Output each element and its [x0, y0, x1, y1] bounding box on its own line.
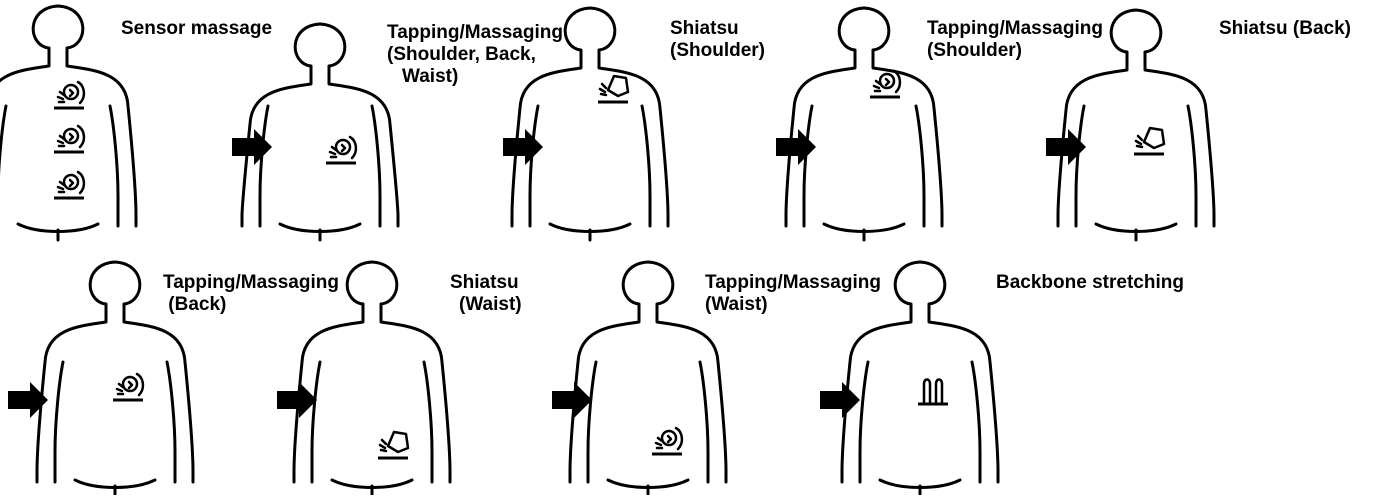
step-7-label: Shiatsu (Waist) [450, 272, 522, 315]
right-arrow-icon [8, 382, 48, 418]
step-6-label: Tapping/Massaging (Back) [163, 272, 339, 315]
step-4-label: Tapping/Massaging (Shoulder) [927, 18, 1103, 61]
step-9-label: Backbone stretching [996, 272, 1184, 293]
right-arrow-icon [232, 129, 272, 165]
step-5-label: Shiatsu (Back) [1219, 18, 1351, 39]
shiatsu-roller-icon [1134, 126, 1166, 156]
shiatsu-roller-icon [378, 430, 410, 460]
human-back-figure-icon [240, 22, 400, 242]
right-arrow-icon [1046, 129, 1086, 165]
right-arrow-icon [552, 382, 592, 418]
stretch-roller-icon [918, 378, 948, 406]
right-arrow-icon [277, 382, 317, 418]
right-arrow-icon [776, 129, 816, 165]
tapping-roller-icon [870, 69, 902, 99]
human-back-figure-icon [35, 260, 195, 498]
tapping-roller-icon [652, 426, 684, 456]
right-arrow-icon [503, 129, 543, 165]
human-back-figure-icon [840, 260, 1000, 498]
sensor-roller-icon [54, 170, 86, 200]
step-8-label: Tapping/Massaging (Waist) [705, 272, 881, 315]
step-1-label: Sensor massage [121, 18, 273, 39]
shiatsu-roller-icon [598, 74, 630, 104]
human-back-figure-icon [0, 4, 138, 242]
tapping-roller-icon [113, 372, 145, 402]
human-back-figure-icon [784, 6, 944, 242]
tapping-roller-icon [326, 135, 358, 165]
human-back-figure-icon [568, 260, 728, 498]
sensor-roller-icon [54, 80, 86, 110]
step-2-label: Tapping/Massaging (Shoulder, Back, Waist… [387, 22, 563, 87]
step-3-label: Shiatsu (Shoulder) [670, 18, 765, 61]
right-arrow-icon [820, 382, 860, 418]
human-back-figure-icon [292, 260, 452, 498]
sensor-roller-icon [54, 124, 86, 154]
